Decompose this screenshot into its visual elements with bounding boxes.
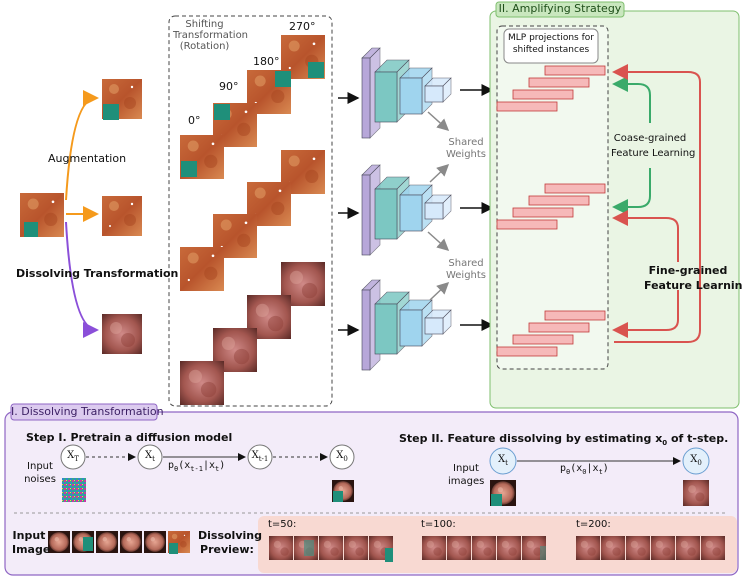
projection-bar [544,183,606,194]
dissolving-transformation-label: Dissolving Transformation [16,267,179,280]
coarse-label-line1: Coase-grained [613,133,687,144]
step1-formula: pθ(xt-1|xt) [168,460,226,473]
dissolving-panel-title: I. Dissolving Transformation [11,405,164,418]
dissolving-panel-title-bg [10,403,158,421]
mlp-projection-bars [496,65,606,357]
input-image-line2: Image [12,543,51,556]
cnn-encoder-3 [361,279,452,371]
shared-weights-2-line2: Weights [445,270,487,281]
projection-bar [544,310,606,321]
step1-chain [60,444,355,502]
projection-bar [528,195,590,206]
rotation-stack-1 [180,35,325,179]
projection-bar [528,322,590,333]
step2-node-xt: Xt [498,454,508,467]
node-xt: Xt [145,450,155,463]
shared-weights-1-line2: Weights [445,149,487,160]
cnn-encoder-1 [361,47,452,139]
mlp-label-line1: MLP projections for [508,33,594,43]
coarse-grained-arrows [612,76,651,215]
projection-bar [512,334,574,345]
shared-weights-1-line1: Shared [448,137,484,148]
projection-bar [544,65,606,76]
mlp-label-line2: shifted instances [512,45,590,55]
amplifying-strategy-title: II. Amplifying Strategy [498,2,622,15]
angle-90: 90° [219,80,239,93]
step2-node-x0: X0 [690,454,702,467]
shifting-label-2: Transformation [173,30,249,41]
projection-bar [528,77,590,88]
step1-title: Step I. Pretrain a diffusion model [26,431,233,444]
fine-label-line1: Fine-grained [648,264,728,277]
augmentation-label: Augmentation [48,152,127,165]
input-images-line2: images [448,476,485,487]
node-xT: XT [67,450,79,463]
projection-bar [496,101,558,112]
dissolving-arrow [65,221,99,338]
angle-0: 0° [188,114,201,127]
projection-bar [496,346,558,357]
shifting-label-1: Shifting [185,19,224,30]
amplifying-strategy-title-bg [495,1,625,18]
augmented-image-1 [102,79,142,120]
step2-formula: pθ(x0|xt) [560,463,609,476]
cnn-input-arrows [338,92,360,336]
fine-label-line2: Feature Learning [644,279,743,292]
projection-bar [512,207,574,218]
input-noises-line1: Input [27,461,53,472]
augmented-image-2 [102,196,142,236]
shifting-label-3: (Rotation) [179,41,230,52]
cnn-output-arrows [460,84,494,331]
angle-270: 270° [289,20,316,33]
fine-grained-arrows [614,72,701,343]
augmentation-arrows [65,90,99,222]
cnn-encoder-2 [361,164,452,256]
input-images-line1: Input [453,463,479,474]
dissolving-preview-line1: Dissolving [198,529,262,542]
input-image-strip [48,531,190,554]
input-image-line1: Input [12,529,46,542]
projection-bar [512,89,574,100]
preview-t100 [422,536,546,560]
node-x0: X0 [336,450,348,463]
t50-label: t=50: [268,519,297,530]
projection-bar [496,219,558,230]
step2-title: Step II. Feature dissolving by estimatin… [399,432,729,448]
angle-180: 180° [253,55,280,68]
node-xt-1: Xt-1 [251,450,269,463]
dissolved-image [102,314,142,354]
step2-chain [489,447,710,506]
shared-weights-arrows [427,111,450,301]
mlp-label-box [503,28,599,64]
shifting-transformation-box [168,15,333,407]
input-noises-line2: noises [24,474,56,485]
preview-t50 [269,536,393,562]
t100-label: t=100: [421,519,456,530]
source-image [20,193,64,237]
shared-weights-2-line1: Shared [448,258,484,269]
t200-label: t=200: [576,519,611,530]
coarse-label-line2: Feature Learning [611,148,696,159]
dissolving-preview-line2: Preview: [200,543,254,556]
